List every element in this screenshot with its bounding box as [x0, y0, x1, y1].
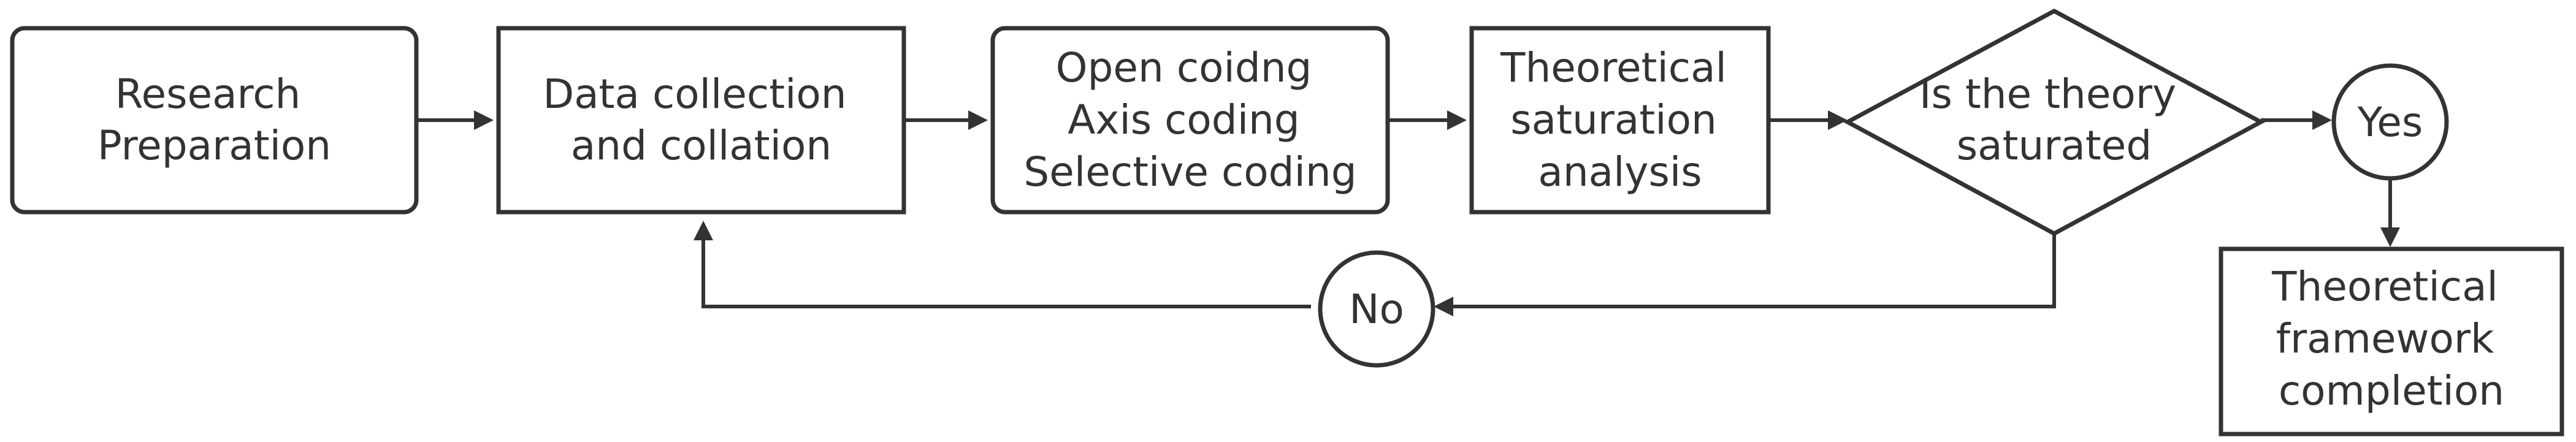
node-decision: Is the theory saturated [1843, 9, 2266, 236]
arrowhead-no-to-data [694, 221, 713, 240]
decision-line-1: Is the theory [1919, 70, 2176, 118]
saturation-analysis-line-1: Theoretical [1500, 44, 1727, 91]
edge-decision-to-no [1452, 234, 2056, 308]
data-collection-line-2: and collation [571, 122, 831, 169]
arrowhead-coding-to-saturation [1447, 110, 1467, 130]
research-preparation-box [10, 26, 419, 215]
framework-completion-line-1: Theoretical [2271, 263, 2498, 310]
yes-circle [2331, 63, 2449, 181]
data-collection-text: Data collection and collation [543, 70, 859, 169]
coding-line-1: Open coidng [1056, 44, 1312, 91]
arrowhead-yes-to-completion [2380, 227, 2400, 247]
arrowhead-decision-to-yes [2312, 110, 2332, 130]
node-coding: Open coidng Axis coding Selective coding [990, 26, 1390, 215]
saturation-analysis-text: Theoretical saturation analysis [1500, 44, 1740, 196]
arrowhead-research-to-data [474, 110, 494, 130]
node-data-collection: Data collection and collation [496, 26, 906, 215]
arrowhead-saturation-to-decision [1828, 110, 1848, 130]
coding-line-3: Selective coding [1023, 148, 1356, 196]
data-collection-box [496, 26, 906, 215]
framework-completion-box [2219, 246, 2564, 436]
saturation-analysis-box [1469, 26, 1771, 215]
edge-no-to-data [701, 239, 1311, 308]
framework-completion-text: Theoretical framework completion [2271, 263, 2511, 414]
coding-text: Open coidng Axis coding Selective coding [1023, 44, 1356, 196]
data-collection-line-1: Data collection [543, 70, 846, 118]
decision-line-2: saturated [1957, 122, 2152, 169]
arrowhead-decision-to-no [1434, 297, 1453, 316]
node-yes: Yes [2331, 63, 2449, 181]
research-preparation-text: Research Preparation [97, 70, 331, 169]
research-preparation-line-2: Preparation [97, 122, 331, 169]
framework-completion-line-3: completion [2279, 367, 2504, 414]
saturation-analysis-line-3: analysis [1538, 148, 1702, 196]
research-preparation-line-1: Research [115, 70, 301, 118]
saturation-analysis-line-2: saturation [1510, 96, 1717, 143]
node-research-preparation: Research Preparation [10, 26, 419, 215]
decision-diamond [1843, 9, 2266, 236]
node-framework-completion: Theoretical framework completion [2219, 246, 2564, 436]
node-saturation-analysis: Theoretical saturation analysis [1469, 26, 1771, 215]
decision-text: Is the theory saturated [1919, 70, 2189, 169]
no-circle [1318, 250, 1435, 368]
edges [416, 110, 2400, 316]
no-text: No [1349, 286, 1404, 333]
framework-completion-line-2: framework [2276, 315, 2494, 362]
coding-box [990, 26, 1390, 215]
arrowhead-data-to-coding [968, 110, 988, 130]
yes-text: Yes [2357, 99, 2423, 146]
coding-line-2: Axis coding [1068, 96, 1300, 143]
node-no: No [1318, 250, 1435, 368]
